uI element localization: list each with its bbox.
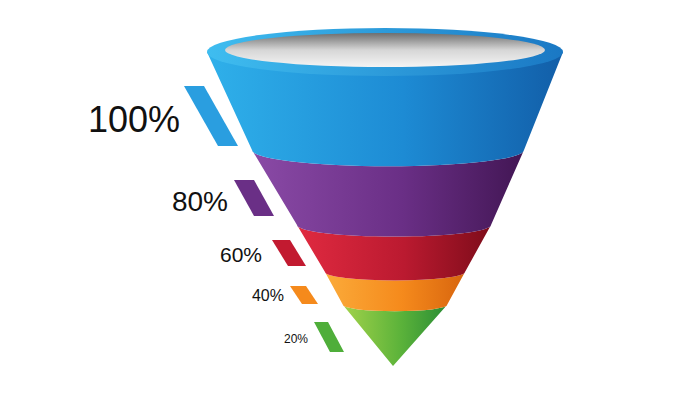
percent-label: 40% bbox=[252, 287, 284, 305]
percent-label: 20% bbox=[284, 333, 308, 346]
percent-label: 100% bbox=[88, 100, 180, 140]
percent-label: 80% bbox=[172, 187, 228, 218]
percent-label: 60% bbox=[220, 243, 262, 266]
